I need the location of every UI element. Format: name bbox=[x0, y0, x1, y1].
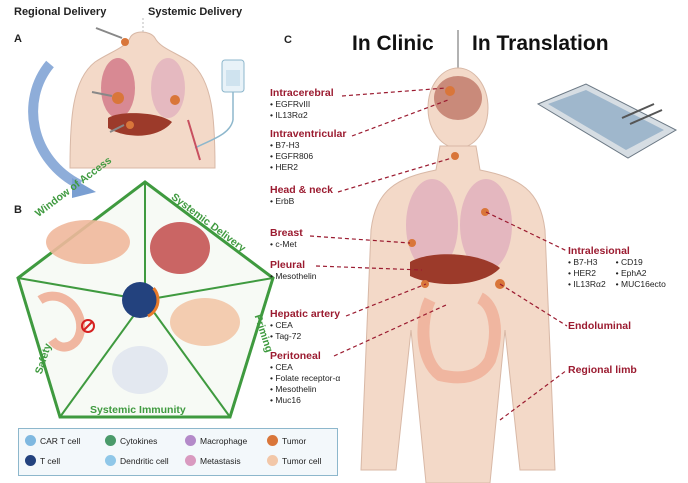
panel-c-letter: C bbox=[284, 34, 292, 46]
target-item: CEA bbox=[270, 320, 340, 331]
t-cell-icon bbox=[25, 455, 36, 466]
target-item: c-Met bbox=[270, 239, 303, 250]
site-label: Hepatic artery bbox=[270, 308, 341, 320]
site-intracerebral: Intracerebral EGFRvIII IL13Rα2 bbox=[270, 87, 334, 121]
target-list: CD19 EphA2 MUC16ecto bbox=[616, 257, 666, 290]
site-pleural: Pleural Mesothelin bbox=[270, 259, 316, 282]
site-label: Peritoneal bbox=[270, 350, 321, 362]
target-list: CEA Folate receptor-α Mesothelin Muc16 bbox=[270, 362, 340, 406]
target-item: HER2 bbox=[270, 162, 346, 173]
cytokines-icon bbox=[105, 435, 116, 446]
target-list: B7-H3 EGFR806 HER2 bbox=[270, 140, 346, 173]
target-list: EGFRvIII IL13Rα2 bbox=[270, 99, 334, 121]
site-intralesional: Intralesional B7-H3 HER2 IL13Rα2 CD19 Ep… bbox=[568, 245, 666, 290]
site-breast: Breast c-Met bbox=[270, 227, 303, 250]
panel-c-body-illustration bbox=[360, 67, 556, 483]
panel-a-torso-illustration bbox=[69, 18, 245, 169]
legend-item: Tumor bbox=[267, 435, 306, 446]
site-endoluminal: Endoluminal bbox=[568, 320, 631, 332]
site-label: Intracerebral bbox=[270, 87, 334, 99]
regional-delivery-header: Regional Delivery bbox=[14, 6, 107, 18]
site-label: Intralesional bbox=[568, 245, 630, 257]
legend-item: Macrophage bbox=[185, 435, 247, 446]
target-item: CEA bbox=[270, 362, 340, 373]
legend-item: Cytokines bbox=[105, 435, 157, 446]
in-translation-heading: In Translation bbox=[472, 32, 609, 55]
site-peritoneal: Peritoneal CEA Folate receptor-α Mesothe… bbox=[270, 350, 340, 406]
legend-item: T cell bbox=[25, 455, 60, 466]
site-hepatic-artery: Hepatic artery CEA Tag-72 bbox=[270, 308, 340, 342]
site-label: Intraventricular bbox=[270, 128, 347, 140]
legend-item: Tumor cell bbox=[267, 455, 321, 466]
target-item: IL13Rα2 bbox=[270, 110, 334, 121]
site-regional-limb: Regional limb bbox=[568, 364, 637, 376]
dendritic-cell-icon bbox=[105, 455, 116, 466]
panel-b-pentagon bbox=[16, 180, 275, 419]
site-intraventricular: Intraventricular B7-H3 EGFR806 HER2 bbox=[270, 128, 346, 173]
target-list: ErbB bbox=[270, 196, 333, 207]
target-item: Muc16 bbox=[270, 395, 340, 406]
target-list: c-Met bbox=[270, 239, 303, 250]
target-item: B7-H3 bbox=[270, 140, 346, 151]
macrophage-icon bbox=[185, 435, 196, 446]
target-item: EGFRvIII bbox=[270, 99, 334, 110]
site-head-neck: Head & neck ErbB bbox=[270, 184, 333, 207]
target-list: Mesothelin bbox=[270, 271, 316, 282]
target-item: IL13Rα2 bbox=[568, 279, 605, 290]
target-item: ErbB bbox=[270, 196, 333, 207]
target-item: B7-H3 bbox=[568, 257, 606, 268]
legend: CAR T cell Cytokines Macrophage Tumor T … bbox=[18, 428, 338, 476]
target-list: B7-H3 HER2 IL13Rα2 bbox=[568, 257, 606, 290]
target-item: HER2 bbox=[568, 268, 606, 279]
panel-b-letter: B bbox=[14, 204, 22, 216]
target-item: MUC16ecto bbox=[616, 279, 666, 290]
legend-item: Metastasis bbox=[185, 455, 241, 466]
site-label: Pleural bbox=[270, 259, 306, 271]
side-label-systemic-immunity: Systemic Immunity bbox=[90, 404, 186, 416]
panel-a-letter: A bbox=[14, 33, 22, 45]
legend-item: Dendritic cell bbox=[105, 455, 169, 466]
tumor-cell-icon bbox=[267, 455, 278, 466]
target-item: Tag-72 bbox=[270, 331, 340, 342]
tumor-icon bbox=[267, 435, 278, 446]
metastasis-icon bbox=[185, 455, 196, 466]
target-item: EphA2 bbox=[616, 268, 666, 279]
tray-illustration bbox=[536, 83, 678, 159]
curved-arrow bbox=[28, 60, 83, 190]
car-t-cell-icon bbox=[25, 435, 36, 446]
target-list: CEA Tag-72 bbox=[270, 320, 340, 342]
target-item: EGFR806 bbox=[270, 151, 346, 162]
target-item: Mesothelin bbox=[270, 384, 340, 395]
site-label: Head & neck bbox=[270, 184, 334, 196]
legend-item: CAR T cell bbox=[25, 435, 80, 446]
systemic-delivery-header: Systemic Delivery bbox=[148, 6, 243, 18]
site-label: Breast bbox=[270, 227, 303, 239]
target-item: Mesothelin bbox=[270, 271, 316, 282]
connector-lines bbox=[309, 87, 568, 421]
in-clinic-heading: In Clinic bbox=[352, 32, 434, 55]
target-item: CD19 bbox=[616, 257, 666, 268]
target-item: Folate receptor-α bbox=[270, 373, 340, 384]
